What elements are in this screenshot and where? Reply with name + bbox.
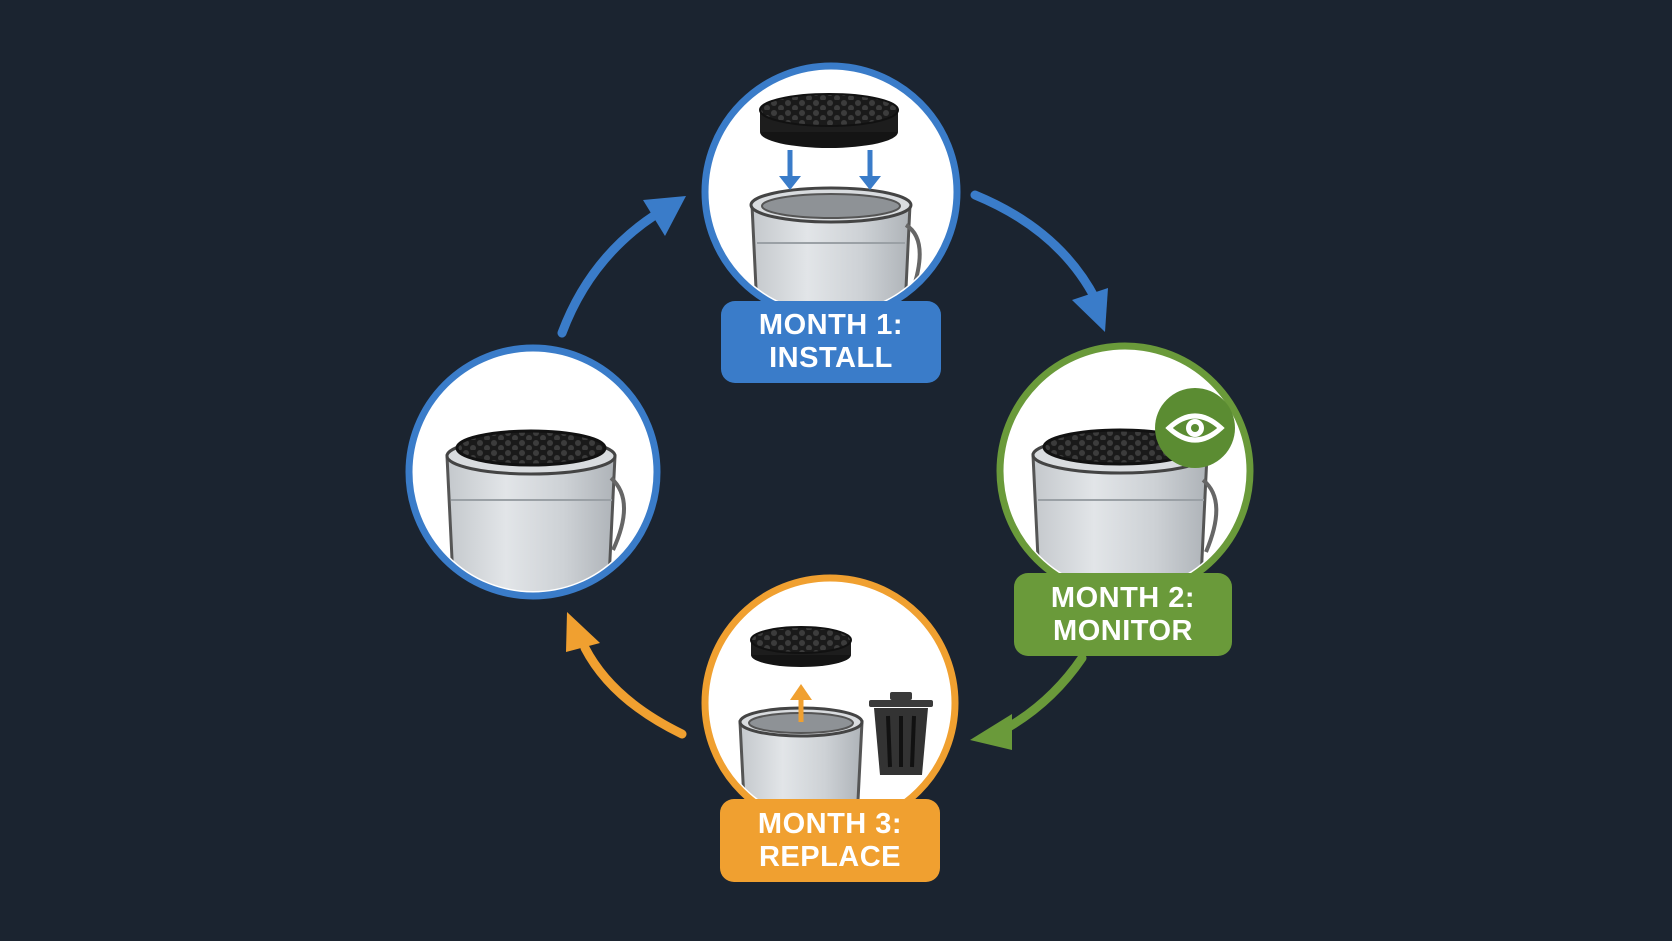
step-monitor [996, 342, 1254, 600]
arrow-install-to-monitor [970, 190, 1108, 332]
filter-insert-icon [749, 93, 922, 313]
label-month-1-line1: MONTH 1: [758, 309, 904, 341]
eye-icon [1155, 388, 1235, 468]
bucket-with-filter-icon [445, 429, 626, 591]
label-month-3-replace: MONTH 3: REPLACE [720, 799, 940, 882]
step-ready [405, 344, 661, 600]
arrow-monitor-to-replace [970, 653, 1087, 750]
label-month-2-monitor: MONTH 2: MONITOR [1014, 573, 1232, 656]
label-month-2-line2: MONITOR [1053, 614, 1193, 647]
bucket-with-filter-icon [1031, 428, 1219, 591]
arrow-ready-to-install [557, 196, 686, 338]
label-month-1-line2: INSTALL [769, 342, 893, 374]
label-month-1-install: MONTH 1: INSTALL [721, 301, 941, 383]
label-month-3-line1: MONTH 3: [757, 807, 903, 840]
arrow-replace-to-ready [566, 612, 687, 739]
label-month-3-line2: REPLACE [758, 840, 902, 873]
label-month-2-line1: MONTH 2: [1050, 581, 1196, 614]
step-install [701, 62, 961, 322]
